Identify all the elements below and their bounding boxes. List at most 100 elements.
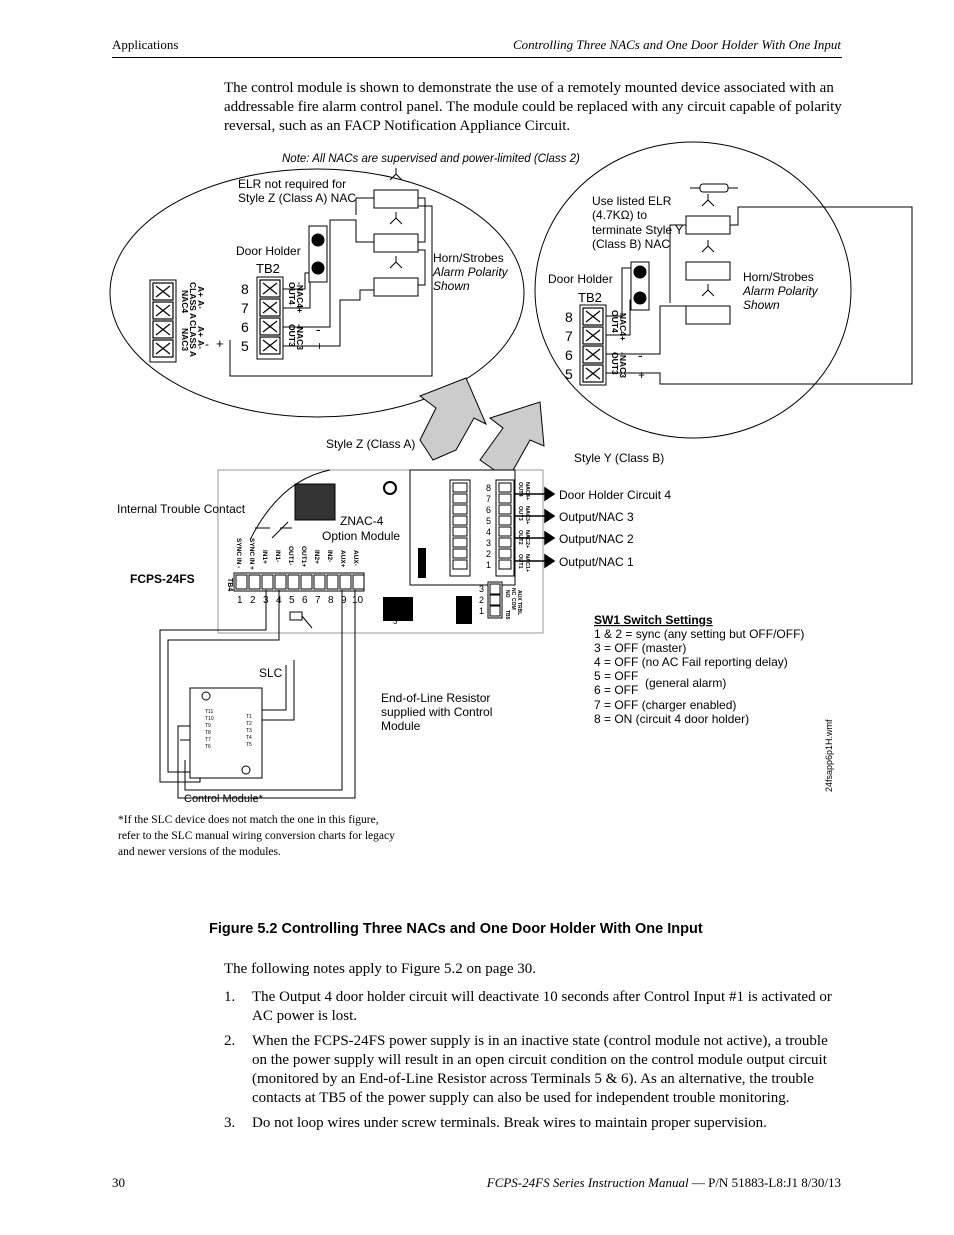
tb5-label-nc: NC bbox=[510, 588, 516, 596]
board-mount-hole bbox=[383, 481, 397, 495]
cm-t4: T4 bbox=[246, 735, 252, 741]
class-b-tb-num-6: 6 bbox=[565, 347, 573, 363]
output-nac-3: Output/NAC 3 bbox=[559, 510, 634, 524]
control-module-label: Control Module* bbox=[184, 793, 264, 805]
znac-label-nac2: NAC2+ bbox=[524, 530, 530, 548]
tb4-label-10: AUX- bbox=[352, 550, 359, 566]
class-b-horn-label-3: Shown bbox=[743, 298, 780, 312]
note-text: The Output 4 door holder circuit will de… bbox=[252, 989, 832, 1024]
class-b-minus: - bbox=[638, 347, 643, 363]
output-arrows bbox=[514, 486, 556, 569]
tb4-label-4: IN1- bbox=[274, 550, 281, 562]
class-a-elr-note-1: ELR not required for bbox=[238, 177, 346, 191]
class-a-nac-label-1: NAC4 bbox=[180, 290, 190, 313]
cm-t10: T10 bbox=[205, 716, 214, 722]
class-a-elr-note-2: Style Z (Class A) NAC bbox=[238, 191, 356, 205]
board-block-2 bbox=[456, 596, 472, 624]
class-b-door-holder-label: Door Holder bbox=[548, 272, 613, 286]
sw1-line-5: (general alarm) bbox=[645, 676, 726, 690]
sw1-line-2: 3 = OFF (master) bbox=[594, 641, 686, 655]
znac-num-4: 4 bbox=[486, 527, 491, 537]
board-chip bbox=[294, 483, 336, 521]
note-number: 2. bbox=[224, 1033, 236, 1049]
cm-t8: T8 bbox=[205, 730, 211, 736]
tb4-num-1: 1 bbox=[237, 595, 243, 606]
znac-label-nac3: NAC3+ bbox=[524, 506, 530, 524]
tb4-num-6: 6 bbox=[302, 595, 308, 606]
class-a-tb-num-6: 6 bbox=[241, 319, 249, 335]
znac-component bbox=[418, 548, 426, 578]
class-a-horn-label-1: Horn/Strobes bbox=[433, 251, 504, 265]
class-a-tb-label-out3: OUT3 bbox=[287, 324, 297, 347]
note-text: When the FCPS-24FS power supply is in an… bbox=[252, 1033, 828, 1106]
control-module-screw bbox=[201, 691, 211, 701]
class-a-minus-left: - bbox=[205, 337, 209, 351]
class-a-minus: - bbox=[316, 321, 321, 337]
class-b-caption: Style Y (Class B) bbox=[574, 451, 664, 465]
board-sw-label: 3 bbox=[393, 617, 398, 626]
control-module bbox=[189, 687, 263, 779]
figure-filename: 24fsapp6p1H.wmf bbox=[824, 719, 834, 792]
output-nac-2: Output/NAC 2 bbox=[559, 532, 634, 546]
class-b-plus: + bbox=[638, 368, 645, 382]
znac-label-nac4: NAC4+ bbox=[524, 482, 530, 500]
znac-num-2: 2 bbox=[486, 549, 491, 559]
class-b-horn-strobes bbox=[685, 194, 731, 325]
class-a-nac-label-4: A- bbox=[196, 300, 206, 309]
cm-t6: T6 bbox=[205, 744, 211, 750]
znac-terminal-block bbox=[449, 479, 515, 577]
class-a-tb2-label: TB2 bbox=[256, 261, 280, 276]
class-a-horn-label-2: Alarm Polarity bbox=[432, 265, 509, 279]
note-item: 3. Do not loop wires under screw terminal… bbox=[224, 1114, 844, 1133]
class-a-tb-label-nac4: -NAC4+ bbox=[295, 282, 305, 313]
class-b-tb-num-8: 8 bbox=[565, 309, 573, 325]
tb5-num-1: 1 bbox=[479, 606, 484, 616]
cm-t3: T3 bbox=[246, 728, 252, 734]
note-text: Do not loop wires under screw terminals.… bbox=[252, 1115, 767, 1131]
sw1-line-1: 1 & 2 = sync (any setting but OFF/OFF) bbox=[594, 627, 804, 641]
sw1-line-8: 8 = ON (circuit 4 door holder) bbox=[594, 712, 749, 726]
figure-caption: Figure 5.2 Controlling Three NACs and On… bbox=[209, 921, 703, 937]
sw1-line-6: 6 = OFF bbox=[594, 683, 638, 697]
cm-t11: T11 bbox=[205, 709, 213, 715]
footer-manual-rest: — P/N 51883-L8:J1 8/30/13 bbox=[688, 1175, 841, 1190]
class-a-nac-label-2: CLASS A bbox=[188, 282, 198, 319]
class-b-elr-1: Use listed ELR bbox=[592, 194, 672, 208]
class-a-tb-num-5: 5 bbox=[241, 338, 249, 354]
class-a-tb-num-8: 8 bbox=[241, 281, 249, 297]
output-door-holder-4: Door Holder Circuit 4 bbox=[559, 488, 671, 502]
header-section: Applications bbox=[112, 37, 179, 52]
class-a-horn-strobes bbox=[373, 168, 419, 297]
tb5-terminal-block bbox=[487, 581, 503, 619]
eol-resistor bbox=[289, 611, 303, 621]
class-a-nac-label-3: A+ bbox=[196, 286, 206, 297]
notes-list: 1.The Output 4 door holder circuit will … bbox=[224, 988, 844, 1139]
fcps-label: FCPS-24FS bbox=[130, 572, 195, 586]
class-a-door-holder-label: Door Holder bbox=[236, 244, 301, 258]
class-b-tb-num-7: 7 bbox=[565, 328, 573, 344]
tb5-numbers: 3 2 1 bbox=[479, 584, 484, 616]
sw1-title: SW1 Switch Settings bbox=[594, 613, 713, 627]
note-item: 2. When the FCPS-24FS power supply is in … bbox=[224, 1032, 844, 1108]
tb4-num-5: 5 bbox=[289, 595, 295, 606]
tb5-num-3: 3 bbox=[479, 584, 484, 594]
znac-label-1: ZNAC-4 bbox=[340, 514, 384, 528]
tb4-label-6: OUT1+ bbox=[300, 546, 307, 567]
note-number: 3. bbox=[224, 1115, 236, 1131]
class-a-nac-label-8: A- bbox=[196, 340, 206, 349]
znac-num-7: 7 bbox=[486, 494, 491, 504]
sw1-line-7: 7 = OFF (charger enabled) bbox=[594, 698, 736, 712]
notes-intro: The following notes apply to Figure 5.2 … bbox=[224, 961, 537, 977]
class-b-tb-label-nac3: -NAC3 bbox=[618, 352, 628, 378]
class-b-tb-label-out4: OUT4 bbox=[610, 310, 620, 333]
eol-label-2: supplied with Control bbox=[381, 705, 492, 719]
class-a-nac-label-7: A+ bbox=[196, 326, 206, 337]
cm-t9: T9 bbox=[205, 723, 211, 729]
tb5-label-aux: AUX TRBL bbox=[516, 590, 522, 615]
class-a-horn-label-3: Shown bbox=[433, 279, 470, 293]
tb4-label-3: IN1+ bbox=[261, 550, 268, 564]
znac-numbers: 8 7 6 5 4 3 2 1 bbox=[486, 483, 491, 570]
class-a-balloon bbox=[109, 168, 525, 418]
tb5-labels: TB5 NO NC COM AUX TRBL bbox=[504, 588, 522, 620]
tb4-label: TB4 bbox=[226, 578, 233, 591]
